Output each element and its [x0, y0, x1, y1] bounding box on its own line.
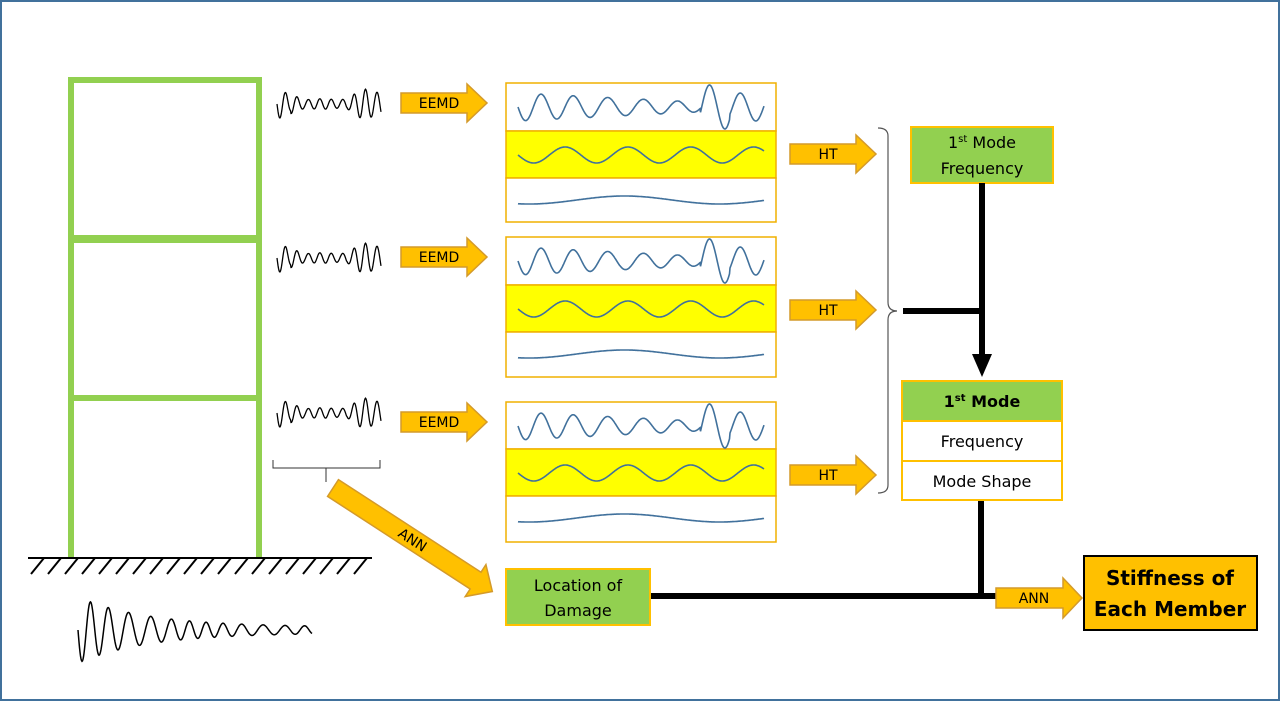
ht-label-1: HT [818, 147, 838, 163]
first-mode-frequency-line1: 1st Mode [948, 133, 1016, 152]
ground-hatch-line [353, 557, 368, 575]
mode-shape-label: Mode Shape [933, 472, 1032, 491]
floor-response-signal-1 [276, 88, 382, 119]
stiffness-line2: Each Member [1094, 597, 1246, 621]
building-frame [68, 77, 262, 558]
first-mode-frequency-box: 1st Mode Frequency [910, 126, 1054, 184]
ground-hatch-line [217, 557, 232, 575]
ground-hatch-line [149, 557, 164, 575]
stiffness-line1: Stiffness of [1106, 566, 1234, 590]
ground-hatch-line [81, 557, 96, 575]
imf-group-2 [505, 236, 777, 378]
ground-hatch-line [251, 557, 266, 575]
imf-signal-2a [517, 238, 765, 284]
first-mode-header [901, 380, 1063, 422]
ground-hatch-line [30, 557, 45, 575]
imf-signal-1b [517, 146, 765, 164]
imf-signal-1a [517, 84, 765, 130]
ground-hatch-line [64, 557, 79, 575]
imf-signal-3a [517, 403, 765, 449]
ht-arrow-1: HT [789, 133, 878, 175]
ground-hatch-line [200, 557, 215, 575]
ht-label-3: HT [818, 468, 838, 484]
imf-signal-3b [517, 464, 765, 482]
ground-hatch-line [336, 557, 351, 575]
imf-box-1a [505, 82, 777, 132]
ground-motion-signal [77, 600, 313, 663]
ground-hatch-line [132, 557, 147, 575]
right-brace [877, 127, 898, 494]
ann-horizontal-arrow: ANN [995, 576, 1084, 620]
imf-signal-2b [517, 300, 765, 318]
ground-hatch-line [98, 557, 113, 575]
eemd-label-1: EEMD [419, 96, 460, 112]
ground-hatch-line [183, 557, 198, 575]
imf-signal-1c [517, 195, 765, 205]
imf-signal-3c [517, 513, 765, 523]
eemd-arrow-2: EEMD [400, 236, 489, 278]
down-arrowhead [972, 354, 992, 377]
floor-response-signal-3 [276, 397, 382, 428]
mode-shape-cell [901, 460, 1063, 501]
ground-hatch-line [268, 557, 283, 575]
ground-hatch-line [47, 557, 62, 575]
connector-lines [650, 183, 996, 599]
ground-hatch-line [166, 557, 181, 575]
eemd-label-3: EEMD [419, 415, 460, 431]
ht-label-2: HT [818, 303, 838, 319]
imf-box-2c [505, 331, 777, 378]
ht-arrow-3: HT [789, 454, 878, 496]
imf-box-1b [505, 130, 777, 179]
imf-box-3a [505, 401, 777, 450]
ground-hatch-line [234, 557, 249, 575]
ground-hatch-line [115, 557, 130, 575]
ground-hatch-line [285, 557, 300, 575]
location-of-damage-box: Location of Damage [505, 568, 651, 626]
imf-box-1c [505, 177, 777, 223]
location-line2: Damage [544, 601, 612, 620]
ann-diagonal-arrow: ANN [326, 478, 494, 598]
location-line1: Location of [534, 576, 623, 595]
imf-group-1 [505, 82, 777, 223]
signals-bracket [272, 460, 381, 482]
eemd-arrow-1: EEMD [400, 82, 489, 124]
frame-story-top [68, 77, 262, 241]
ht-arrow-2: HT [789, 289, 878, 331]
imf-box-3c [505, 495, 777, 543]
first-mode-frequency-line2: Frequency [941, 159, 1024, 178]
eemd-label-2: EEMD [419, 250, 460, 266]
floor-response-signal-2 [276, 242, 382, 273]
ground-hatch [28, 557, 372, 575]
imf-box-3b [505, 448, 777, 497]
eemd-arrow-3: EEMD [400, 401, 489, 443]
imf-group-3 [505, 401, 777, 543]
first-mode-stack: 1st Mode Frequency Mode Shape [901, 380, 1063, 501]
stiffness-box: Stiffness of Each Member [1083, 555, 1258, 631]
imf-box-2b [505, 284, 777, 333]
frequency-label: Frequency [941, 432, 1024, 451]
ground-hatch-line [319, 557, 334, 575]
ann-label-horizontal: ANN [1019, 591, 1050, 607]
frame-story-middle [68, 237, 262, 401]
imf-box-2a [505, 236, 777, 286]
imf-signal-2c [517, 349, 765, 359]
first-mode-title: 1st Mode [944, 392, 1021, 411]
ground-hatch-line [302, 557, 317, 575]
